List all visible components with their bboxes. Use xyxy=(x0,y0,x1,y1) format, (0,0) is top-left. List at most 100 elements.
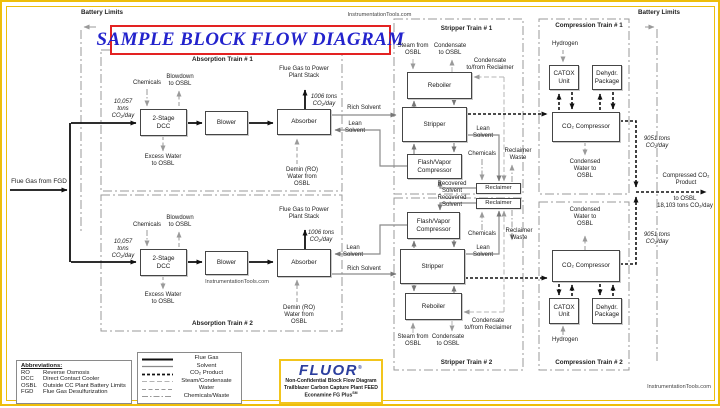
chemicals-waste-line-sample xyxy=(142,396,173,398)
abbreviation-row: FGD Flue Gas Desulfurization xyxy=(21,389,131,395)
legend-label: Flue Gas xyxy=(194,355,219,362)
condensate-label-1: Condensate to OSBL xyxy=(433,43,467,57)
reboiler-1: Reboiler xyxy=(407,72,472,99)
abbreviation-row: DCC Direct Contact Cooler xyxy=(21,376,131,382)
compressed-co2-label: Compressed CO₂ Product xyxy=(662,173,710,187)
recovered-solvent-2 xyxy=(437,202,476,211)
abbreviation-row: OSBL Outside CC Plant Battery Limits xyxy=(21,383,131,389)
abbreviation-row: RO Reverse Osmosis xyxy=(21,370,131,376)
reclaimer-1: Reclaimer xyxy=(476,183,521,194)
co2-rate-dcc2: 10,057 tons CO₂/day xyxy=(111,239,135,260)
logo-tagline-2: Trailblazer Carbon Capture Plant FEED xyxy=(284,384,378,391)
dcc-unit-2: 2-Stage DCC xyxy=(140,249,187,276)
lean-solvent-label-str1: Lean Solvent xyxy=(472,126,493,140)
flue-gas-lines xyxy=(10,89,308,265)
absorption-train-2-title: Absorption Train # 2 xyxy=(192,320,253,327)
abbr-term: FGD xyxy=(21,388,34,395)
co2-compressor-1: CO₂ Compressor xyxy=(552,112,620,142)
stack-rate-1: 1006 tons CO₂/day xyxy=(310,94,338,108)
product-destination-label: to OSBL 18,103 tons CO₂/day xyxy=(657,196,713,210)
compressor1-out xyxy=(620,120,639,188)
watermark-absorption2: InstrumentationTools.com xyxy=(205,279,269,285)
legend-label: Chemicals/Waste xyxy=(183,392,230,399)
stripper-train-1-border xyxy=(393,18,524,195)
stack-label-1: Flue Gas to Power Plant Stack xyxy=(279,66,329,80)
chemical-waste-lines xyxy=(144,89,515,247)
battery-limits-right-label: Battery Limits xyxy=(638,9,680,16)
reclaimer-waste-label-1: Reclaimer Waste xyxy=(504,148,532,162)
abbreviations-title: Abbreviations: xyxy=(21,363,63,369)
lean-solvent-return-1 xyxy=(334,127,407,167)
lean-solvent-label-str2: Lean Solvent xyxy=(472,245,493,259)
abbreviations-box: Abbreviations: RO Reverse Osmosis DCC Di… xyxy=(16,360,132,404)
steam-label-1: Steam from OSBL xyxy=(397,43,429,57)
demin-water-label-1: Demin (RO) Water from OSBL xyxy=(285,167,318,188)
solvent-line-sample xyxy=(142,366,173,368)
abbr-meaning: Direct Contact Cooler xyxy=(43,376,100,383)
rich-solvent-label-2: Rich Solvent xyxy=(347,266,381,272)
abbr-term: RO xyxy=(21,370,30,377)
steam-label-2: Steam from OSBL xyxy=(397,334,429,348)
legend-row: Chemicals/Waste xyxy=(141,393,238,400)
fluor-logo-text: FLUOR xyxy=(298,362,358,379)
abbr-meaning: Reverse Osmosis xyxy=(43,370,90,377)
absorber-1: Absorber xyxy=(277,109,331,135)
catox-unit-1: CATOX Unit xyxy=(549,65,579,90)
blower-2: Blower xyxy=(205,251,248,275)
fluor-logo-box: FLUOR® Non-Confidential Block Flow Diagr… xyxy=(279,359,383,404)
steam-condensate-line-sample xyxy=(142,381,173,383)
compression-train-1-title: Compression Train # 1 xyxy=(555,22,623,29)
lean-to-reclaimer-2 xyxy=(465,210,502,255)
recovered-solvent-1 xyxy=(437,180,476,189)
absorber-2: Absorber xyxy=(277,249,331,277)
flash-vapor-compressor-1: Flash/Vapor Compressor xyxy=(407,154,462,179)
stripper-2: Stripper xyxy=(400,249,465,284)
stripper-train-1-title: Stripper Train # 1 xyxy=(440,25,493,32)
legend-row: CO₂ Product xyxy=(141,370,238,378)
condensed-water-label-2: Condensed Water to OSBL xyxy=(569,207,601,228)
stripper-train-2-title: Stripper Train # 2 xyxy=(440,359,493,366)
logo-tagline-1: Non-Confidential Block Flow Diagram xyxy=(285,378,377,384)
catox-unit-2: CATOX Unit xyxy=(549,298,579,324)
legend-label: Solvent xyxy=(196,362,217,369)
watermark-top: InstrumentationTools.com xyxy=(347,12,412,18)
lean-solvent-label-2: Lean Solvent xyxy=(342,245,363,259)
reboiler-2: Reboiler xyxy=(405,293,462,320)
logo-tagline-3-text: Econamine FG Plus xyxy=(304,392,353,399)
stack-rate-2: 1006 tons CO₂/day xyxy=(307,230,335,244)
abbr-term: OSBL xyxy=(21,382,37,389)
chemicals-label-reclaimer1: Chemicals xyxy=(467,151,496,157)
blowdown-label-dcc2: Blowdown to OSBL xyxy=(166,215,194,229)
compression-train-1-border xyxy=(538,18,630,195)
absorption-train-2-border xyxy=(100,194,343,332)
lean-solvent-label-1: Lean Solvent xyxy=(344,121,365,135)
stack-label-2: Flue Gas to Power Plant Stack xyxy=(279,207,329,221)
stripper-train-2-border xyxy=(393,197,524,371)
co2-product-line-sample xyxy=(142,373,173,376)
lean-to-reclaimer-1 xyxy=(467,134,502,182)
stripper-1: Stripper xyxy=(402,107,467,142)
recovered-solvent-label-2: Recovered Solvent xyxy=(437,195,467,209)
condensate-reclaimer-label-2: Condensate to/from Reclaimer xyxy=(464,318,512,332)
battery-limits-left-label: Battery Limits xyxy=(81,9,123,16)
co2-compressor-2: CO₂ Compressor xyxy=(552,250,620,282)
compression-train-2-border xyxy=(538,201,630,371)
compression-train-2-title: Compression Train # 2 xyxy=(555,359,623,366)
legend-label: Steam/Condensate xyxy=(181,377,232,384)
chemicals-label-dcc1: Chemicals xyxy=(132,80,161,86)
reclaimer-2: Reclaimer xyxy=(476,198,521,209)
abbr-meaning: Outside CC Plant Battery Limits xyxy=(43,382,126,389)
demin-water-label-2: Demin (RO) Water from OSBL xyxy=(282,305,315,326)
condensate-label-2: Condensate to OSBL xyxy=(431,334,465,348)
hydrogen-label-1: Hydrogen xyxy=(551,41,578,47)
absorption-train-1-title: Absorption Train # 1 xyxy=(192,56,253,63)
dehydr-package-2: Dehydr. Package xyxy=(592,298,622,324)
dcc-unit-1: 2-Stage DCC xyxy=(140,109,187,136)
dehydr-package-1: Dehydr. Package xyxy=(592,65,622,90)
legend-label: CO₂ Product xyxy=(189,370,224,377)
lean-solvent-return-2 xyxy=(334,224,407,257)
diagram-title: SAMPLE BLOCK FLOW DIAGRAM xyxy=(96,29,405,50)
diagram-title-box: SAMPLE BLOCK FLOW DIAGRAM xyxy=(97,25,404,55)
